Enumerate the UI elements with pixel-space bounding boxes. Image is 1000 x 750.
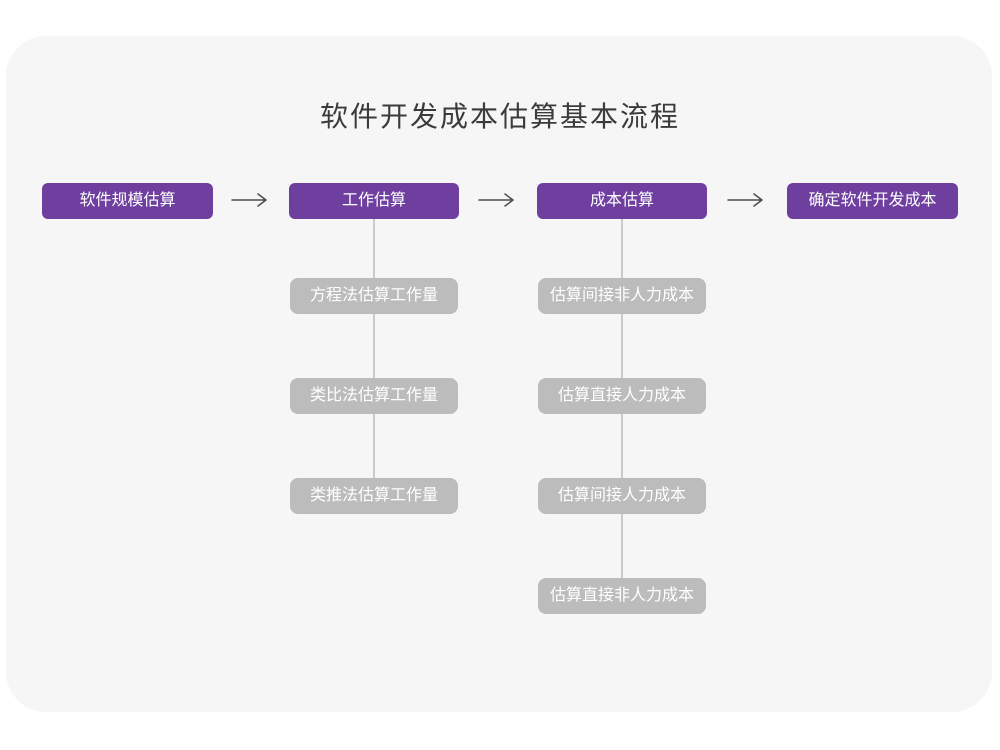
substep-node-equation-method: 方程法估算工作量 xyxy=(290,278,458,314)
substep-node-indirect-nonlabor-cost: 估算间接非人力成本 xyxy=(538,278,706,314)
substep-node-direct-labor-cost: 估算直接人力成本 xyxy=(538,378,706,414)
substep-node-indirect-labor-cost: 估算间接人力成本 xyxy=(538,478,706,514)
connector-line-work-estimation xyxy=(373,219,375,496)
stage-node-determine-development-cost: 确定软件开发成本 xyxy=(787,183,958,219)
substep-node-direct-nonlabor-cost: 估算直接非人力成本 xyxy=(538,578,706,614)
stage-node-work-estimation: 工作估算 xyxy=(289,183,459,219)
flowchart-card xyxy=(6,36,992,712)
stage-node-software-scale-estimation: 软件规模估算 xyxy=(42,183,213,219)
page-title: 软件开发成本估算基本流程 xyxy=(319,101,680,132)
stage-node-cost-estimation: 成本估算 xyxy=(537,183,707,219)
arrow-right-icon xyxy=(231,192,271,208)
substep-node-extrapolation-method: 类推法估算工作量 xyxy=(290,478,458,514)
arrow-right-icon xyxy=(727,192,767,208)
arrow-right-icon xyxy=(478,192,518,208)
substep-node-analogy-method: 类比法估算工作量 xyxy=(290,378,458,414)
